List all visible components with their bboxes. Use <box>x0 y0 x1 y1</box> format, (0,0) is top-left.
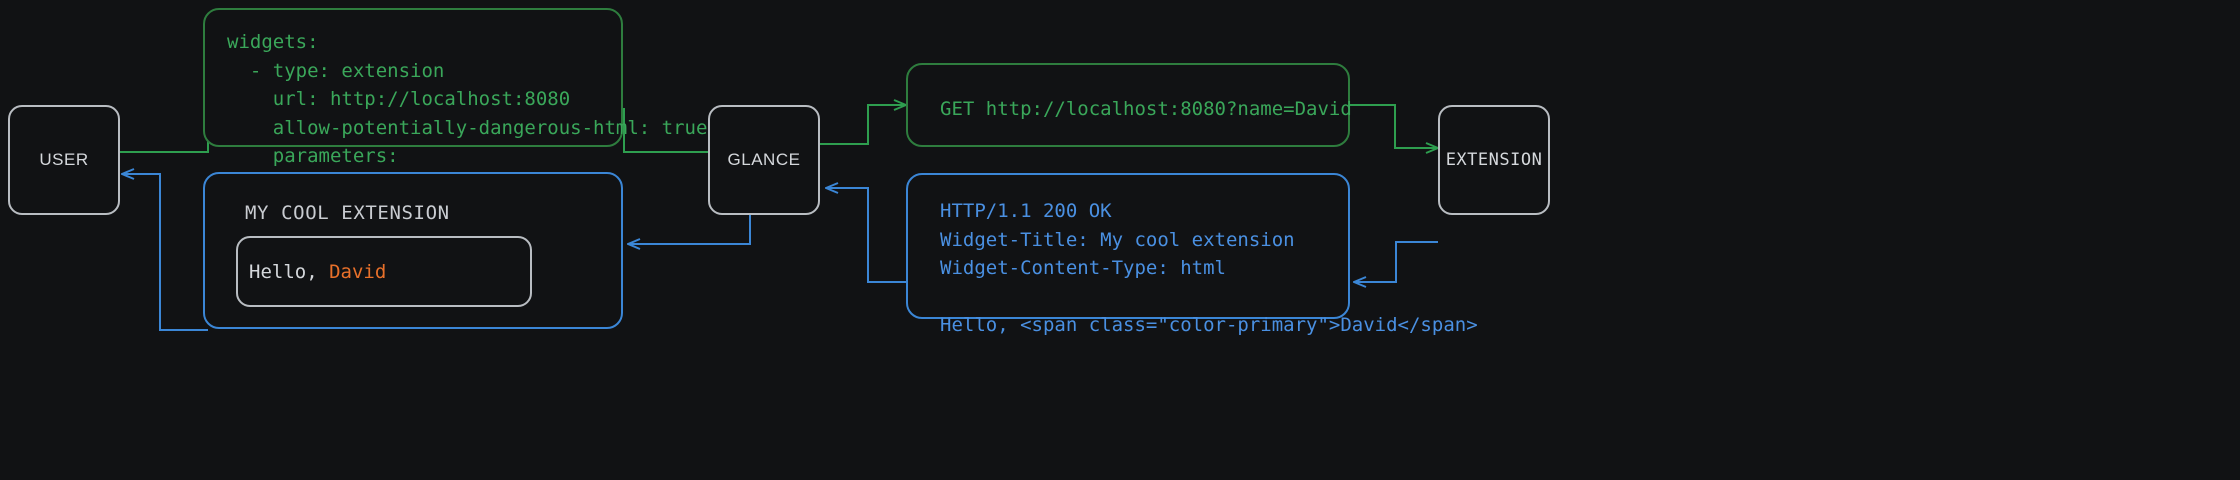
widget-preview-greeting: Hello, David <box>238 261 386 283</box>
config-yaml-text: widgets: - type: extension url: http://l… <box>227 31 708 196</box>
node-glance[interactable]: GLANCE <box>708 105 820 215</box>
node-extension[interactable]: EXTENSION <box>1438 105 1550 215</box>
http-response-text: HTTP/1.1 200 OK Widget-Title: My cool ex… <box>940 200 1478 336</box>
panel-widget-preview: MY COOL EXTENSION Hello, David <box>203 172 623 329</box>
widget-greeting-prefix: Hello, <box>249 260 330 283</box>
http-request-text: GET http://localhost:8080?name=David <box>940 98 1352 120</box>
node-user-label: USER <box>39 150 89 169</box>
wire-response-to-glance <box>826 188 906 283</box>
node-glance-label: GLANCE <box>727 150 801 169</box>
wire-glance-to-request <box>820 105 906 145</box>
wire-widget-to-user <box>122 174 208 331</box>
wire-request-to-extension <box>1350 104 1438 148</box>
panel-http-response: HTTP/1.1 200 OK Widget-Title: My cool ex… <box>906 173 1478 336</box>
wire-extension-to-response <box>1354 241 1438 282</box>
panel-http-request: GET http://localhost:8080?name=David <box>906 63 1352 147</box>
widget-preview-body-box: Hello, David <box>236 236 532 307</box>
widget-greeting-name: David <box>329 260 387 283</box>
widget-preview-title: MY COOL EXTENSION <box>245 202 450 224</box>
panel-config-yaml: widgets: - type: extension url: http://l… <box>203 8 707 196</box>
node-extension-label: EXTENSION <box>1445 150 1543 170</box>
node-user[interactable]: USER <box>8 105 120 215</box>
